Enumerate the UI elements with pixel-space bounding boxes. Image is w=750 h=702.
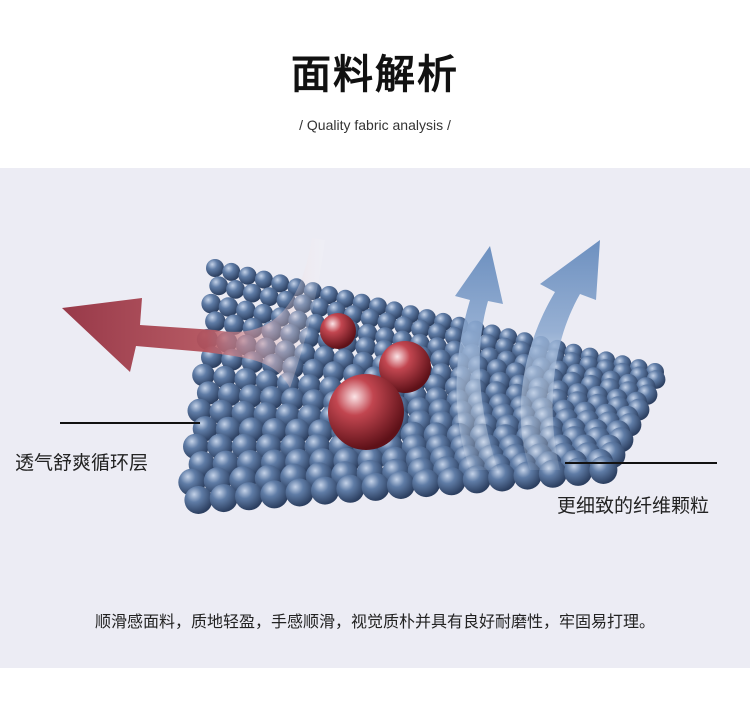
fabric-sphere <box>362 473 390 501</box>
fabric-sphere <box>226 280 245 299</box>
fabric-sphere <box>260 287 279 306</box>
fabric-sphere <box>222 263 240 281</box>
fabric-sphere <box>387 471 415 499</box>
left-label: 透气舒爽循环层 <box>15 448 148 475</box>
fabric-sphere <box>235 482 263 510</box>
description-caption: 顺滑感面料，质地轻盈，手感顺滑，视觉质朴并具有良好耐磨性，牢固易打理。 <box>0 608 750 632</box>
fabric-sphere <box>184 486 212 514</box>
fabric-sphere <box>412 469 440 497</box>
fabric-sphere <box>209 276 228 295</box>
fabric-sphere <box>589 456 617 484</box>
right-label: 更细致的纤维颗粒 <box>557 491 709 518</box>
fabric-sphere <box>311 477 339 505</box>
red-arrow-icon <box>62 238 325 388</box>
fabric-sphere <box>286 479 314 507</box>
fabric-sphere <box>206 259 224 277</box>
fabric-sphere <box>260 480 288 508</box>
fabric-sphere <box>201 294 221 314</box>
fabric-sphere <box>243 284 262 303</box>
fabric-sphere <box>239 267 257 285</box>
fabric-sphere <box>205 311 225 331</box>
fabric-sphere <box>336 475 364 503</box>
fabric-sphere <box>210 484 238 512</box>
fabric-sphere <box>438 467 466 495</box>
